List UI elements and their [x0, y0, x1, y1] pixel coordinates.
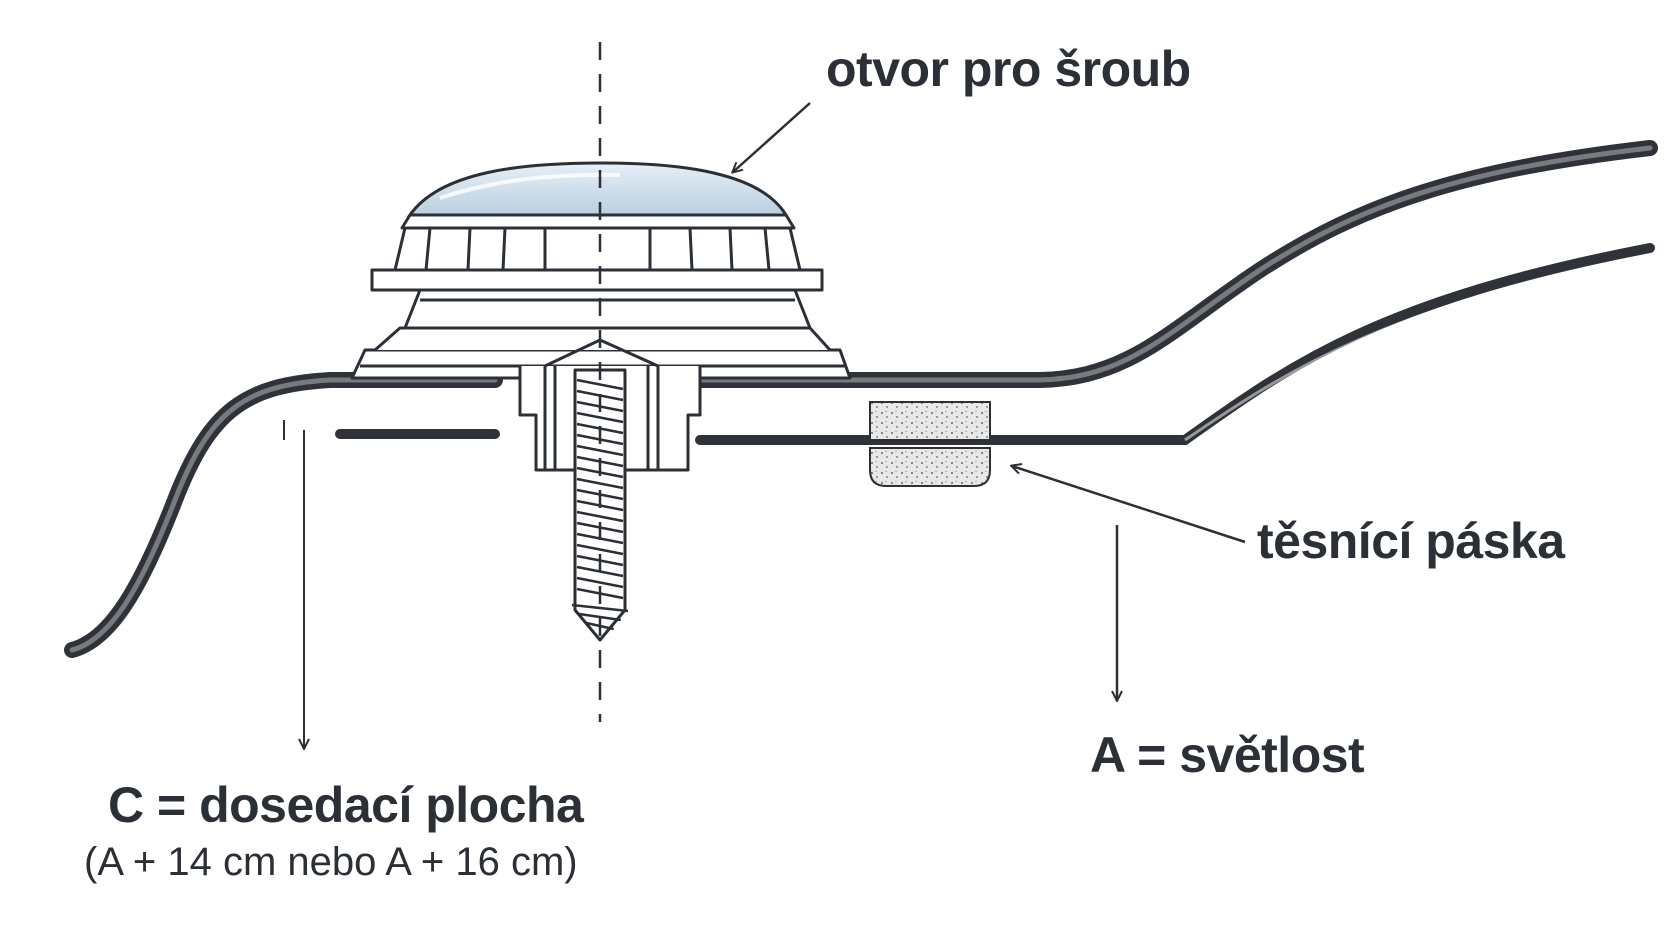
fitting-body — [370, 213, 824, 330]
seating-area-label: C = dosedací plocha — [108, 777, 584, 833]
screw-hole-arrow — [733, 102, 811, 172]
sealing-tape-arrow — [1012, 466, 1246, 544]
screw-hole-label: otvor pro šroub — [826, 41, 1191, 97]
sealing-tape — [869, 401, 991, 487]
roof-sheet-lower — [335, 243, 1655, 445]
dome-cap — [407, 161, 789, 217]
roof-sheet-upper — [64, 140, 1658, 658]
seating-area-note: (A + 14 cm nebo A + 16 cm) — [84, 840, 578, 884]
clearance-label: A = světlost — [1090, 727, 1365, 783]
sealing-tape-label: těsnící páska — [1257, 513, 1565, 569]
seating-area-marker — [283, 420, 304, 748]
